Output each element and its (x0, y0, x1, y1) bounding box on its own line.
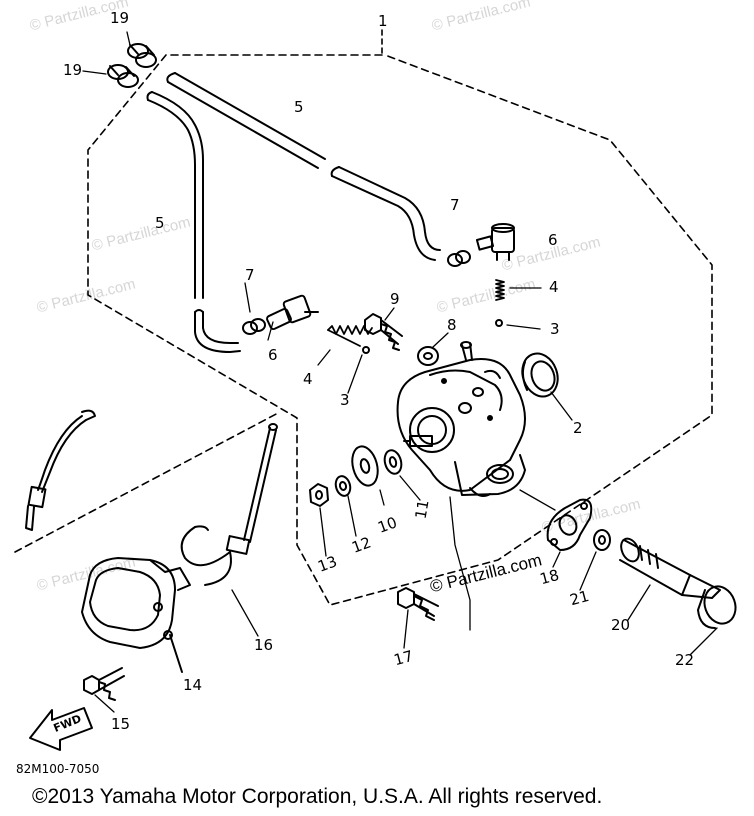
callout-9: 9 (390, 290, 400, 308)
callout-19: 19 (63, 61, 83, 79)
callout-22: 22 (675, 651, 695, 669)
union-6-lower (266, 294, 319, 331)
callout-3: 3 (550, 320, 560, 338)
gear-10 (351, 445, 379, 487)
bolt-15 (83, 667, 125, 701)
washer-11 (383, 449, 403, 475)
spring-4-right (495, 279, 505, 301)
callout-15: 15 (111, 715, 131, 733)
callout-5: 5 (294, 98, 304, 116)
sensor-cable (25, 409, 96, 531)
clip-7-upper (447, 250, 471, 267)
callout-8: 8 (447, 316, 457, 334)
oil-pump-body (396, 341, 526, 497)
callout-5: 5 (155, 214, 165, 232)
oil-seal-2 (521, 352, 559, 398)
fwd-arrow-icon (29, 707, 93, 751)
sensor-16 (180, 423, 278, 586)
callout-20: 20 (611, 616, 631, 634)
hose-5-upper (166, 72, 441, 261)
ball-3-right (495, 319, 503, 327)
washer-12 (334, 475, 352, 497)
pump-shaft-20 (619, 537, 721, 599)
callout-6: 6 (268, 346, 278, 364)
clip-7-lower (242, 318, 266, 335)
collar-19-lower (107, 64, 139, 88)
collar-19-upper (127, 43, 157, 68)
copyright-notice: ©2013 Yamaha Motor Corporation, U.S.A. A… (32, 785, 603, 808)
gasket-18 (546, 498, 593, 551)
callout-4: 4 (549, 278, 559, 296)
sensor-boundary (14, 411, 281, 553)
nut-13 (309, 483, 329, 507)
callout-11: 11 (411, 498, 433, 521)
diagram-code: 82M100-7050 (16, 762, 100, 776)
bolt-9 (364, 313, 403, 351)
callout-7: 7 (450, 196, 460, 214)
cover-14 (81, 557, 191, 673)
union-6-upper (475, 223, 515, 261)
callout-1: 1 (378, 12, 388, 30)
collar-22 (697, 585, 737, 629)
callout-6: 6 (548, 231, 558, 249)
callout-7: 7 (245, 266, 255, 284)
ball-3-left (362, 346, 370, 354)
callout-2: 2 (573, 419, 583, 437)
bolt-17 (397, 587, 439, 621)
washer-8 (417, 346, 439, 366)
hose-5-left (146, 91, 241, 353)
leader-line (449, 496, 471, 631)
callout-3: 3 (340, 391, 350, 409)
callout-16: 16 (254, 636, 274, 654)
assembly-boundary (87, 54, 713, 606)
o-ring-21 (593, 529, 611, 551)
callout-14: 14 (183, 676, 203, 694)
callout-4: 4 (303, 370, 313, 388)
callout-19: 19 (110, 9, 130, 27)
